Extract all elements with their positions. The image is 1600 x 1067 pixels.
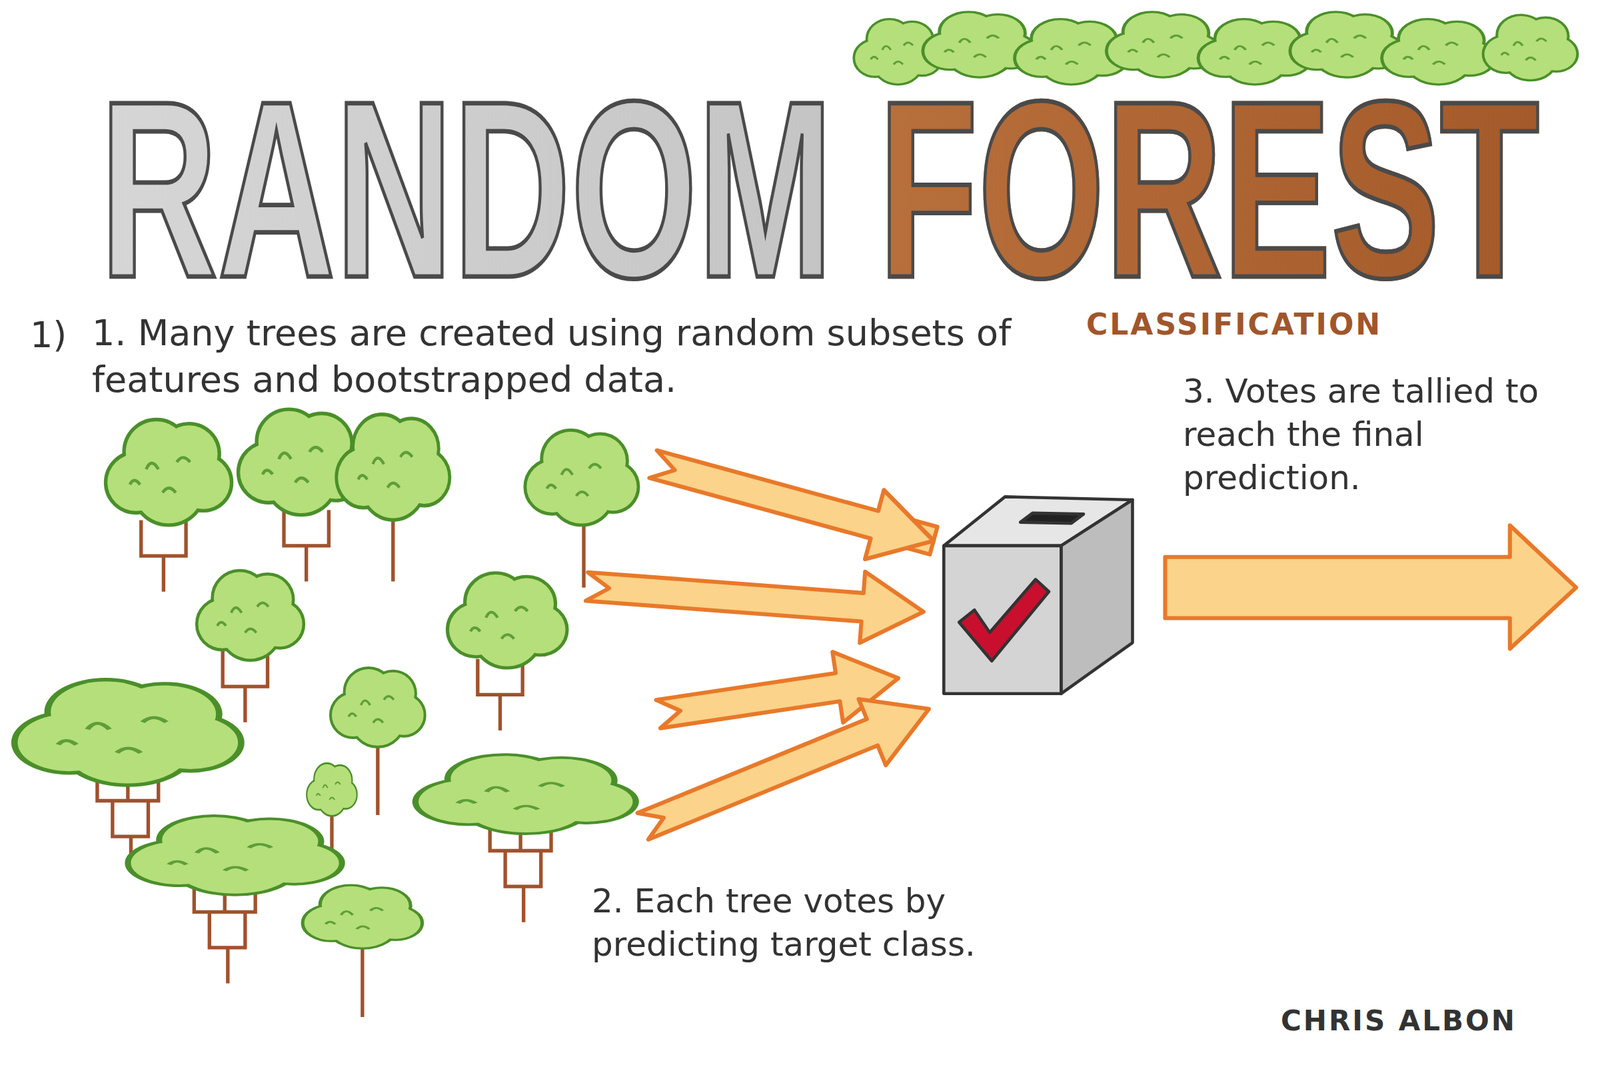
ballot-box — [943, 496, 1133, 694]
subtitle: CLASSIFICATION — [1086, 305, 1460, 344]
output-arrow — [1164, 525, 1577, 649]
title: RANDOM FOREST — [99, 63, 1540, 316]
step-note: 2. Each tree votes by predicting target … — [591, 879, 1019, 967]
signature: CHRIS ALBON — [1280, 1002, 1575, 1040]
tree-forest — [17, 411, 638, 1017]
step-note: 3. Votes are tallied to reach the final … — [1182, 369, 1577, 500]
step-number: 1) — [29, 311, 84, 359]
step-note: 1. Many trees are created using random s… — [91, 309, 1039, 404]
vote-arrows — [584, 429, 944, 860]
